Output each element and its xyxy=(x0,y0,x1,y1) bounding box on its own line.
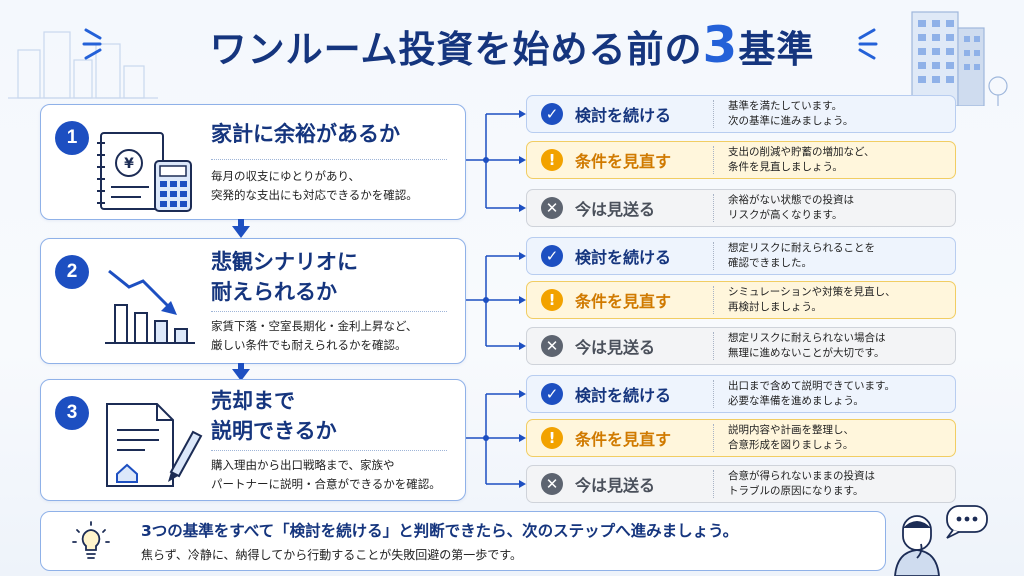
divider xyxy=(211,311,447,312)
down-arrow-stem xyxy=(238,363,244,371)
criterion-card-2: 2 悲観シナリオに 耐えられるか 家賃下落・空室長期化・金利上昇など、 厳しい条… xyxy=(40,238,466,364)
criterion-description: 購入理由から出口戦略まで、家族や パートナーに説明・合意ができるかを確認。 xyxy=(211,458,441,491)
down-arrow-stem xyxy=(238,219,244,227)
check-icon: ✓ xyxy=(541,103,563,125)
option-postpone: ✕ 今は見送る 余裕がない状態での投資はリスクが高くなります。 xyxy=(526,189,956,227)
check-icon: ✓ xyxy=(541,245,563,267)
check-icon: ✓ xyxy=(541,383,563,405)
divider xyxy=(211,450,447,451)
option-text: 説明内容や計画を整理し、合意形成を図りましょう。 xyxy=(728,424,854,451)
option-text: 合意が得られないままの投資はトラブルの原因になります。 xyxy=(728,470,875,497)
option-text: シミュレーションや対策を見直し、再検討しましょう。 xyxy=(728,286,896,313)
option-continue: ✓ 検討を続ける 基準を満たしています。次の基準に進みましょう。 xyxy=(526,95,956,133)
down-arrow-icon xyxy=(232,369,250,381)
summary-note: 焦らず、冷静に、納得してから行動することが失敗回避の第一歩です。 xyxy=(141,548,523,562)
thinking-person-illustration xyxy=(894,505,988,576)
option-review: ! 条件を見直す シミュレーションや対策を見直し、再検討しましょう。 xyxy=(526,281,956,319)
sparkle-left-icon xyxy=(82,28,102,60)
option-text: 基準を満たしています。次の基準に進みましょう。 xyxy=(728,100,854,127)
criterion-title: 売却まで 説明できるか xyxy=(211,389,337,443)
option-text: 想定リスクに耐えられることを確認できました。 xyxy=(728,242,875,269)
option-continue: ✓ 検討を続ける 想定リスクに耐えられることを確認できました。 xyxy=(526,237,956,275)
cross-icon: ✕ xyxy=(541,473,563,495)
step-badge: 1 xyxy=(55,121,89,155)
cross-icon: ✕ xyxy=(541,335,563,357)
criterion-description: 家賃下落・空室長期化・金利上昇など、 厳しい条件でも耐えられるかを確認。 xyxy=(211,319,418,352)
option-review: ! 条件を見直す 支出の削減や貯蓄の増加など、条件を見直しましょう。 xyxy=(526,141,956,179)
city-skyline-illustration xyxy=(8,31,158,99)
exclamation-icon: ! xyxy=(541,427,563,449)
page-title: ワンルーム投資を始める前の3基準 xyxy=(209,16,815,74)
exclamation-icon: ! xyxy=(541,289,563,311)
lightbulb-icon xyxy=(72,521,110,559)
option-continue: ✓ 検討を続ける 出口まで含めて説明できています。必要な準備を進めましょう。 xyxy=(526,375,956,413)
document-pen-icon xyxy=(106,403,203,487)
criterion-card-3: 3 売却まで 説明できるか 購入理由から出口戦略まで、家族や パートナーに説明・… xyxy=(40,379,466,501)
option-text: 余裕がない状態での投資はリスクが高くなります。 xyxy=(728,194,854,221)
exclamation-icon: ! xyxy=(541,149,563,171)
calculator-notebook-icon: ¥ xyxy=(97,132,192,212)
option-text: 想定リスクに耐えられない場合は無理に進めないことが大切です。 xyxy=(728,332,886,359)
branch-connectors xyxy=(466,110,526,488)
step-badge: 2 xyxy=(55,255,89,289)
svg-text:¥: ¥ xyxy=(124,156,134,172)
apartment-building-illustration xyxy=(911,11,1008,106)
step-badge: 3 xyxy=(55,396,89,430)
down-arrow-icon xyxy=(232,226,250,238)
sparkle-right-icon xyxy=(858,28,878,60)
cross-icon: ✕ xyxy=(541,197,563,219)
criterion-card-1: 1 ¥ 家計に余裕があるか 毎月の収支にゆとりがあり、 突発的な支出にも対応でき… xyxy=(40,104,466,220)
summary-box: 3つの基準をすべて「検討を続ける」と判断できたら、次のステップへ進みましょう。 … xyxy=(40,511,886,571)
option-text: 支出の削減や貯蓄の増加など、条件を見直しましょう。 xyxy=(728,146,875,173)
summary-headline: 3つの基準をすべて「検討を続ける」と判断できたら、次のステップへ進みましょう。 xyxy=(141,522,739,540)
option-postpone: ✕ 今は見送る 想定リスクに耐えられない場合は無理に進めないことが大切です。 xyxy=(526,327,956,365)
option-review: ! 条件を見直す 説明内容や計画を整理し、合意形成を図りましょう。 xyxy=(526,419,956,457)
option-postpone: ✕ 今は見送る 合意が得られないままの投資はトラブルの原因になります。 xyxy=(526,465,956,503)
criterion-description: 毎月の収支にゆとりがあり、 突発的な支出にも対応できるかを確認。 xyxy=(211,169,418,202)
declining-chart-icon xyxy=(105,269,195,344)
criterion-title: 悲観シナリオに 耐えられるか xyxy=(211,250,358,304)
divider xyxy=(211,159,447,160)
criterion-title: 家計に余裕があるか xyxy=(211,122,400,146)
option-text: 出口まで含めて説明できています。必要な準備を進めましょう。 xyxy=(728,380,895,407)
